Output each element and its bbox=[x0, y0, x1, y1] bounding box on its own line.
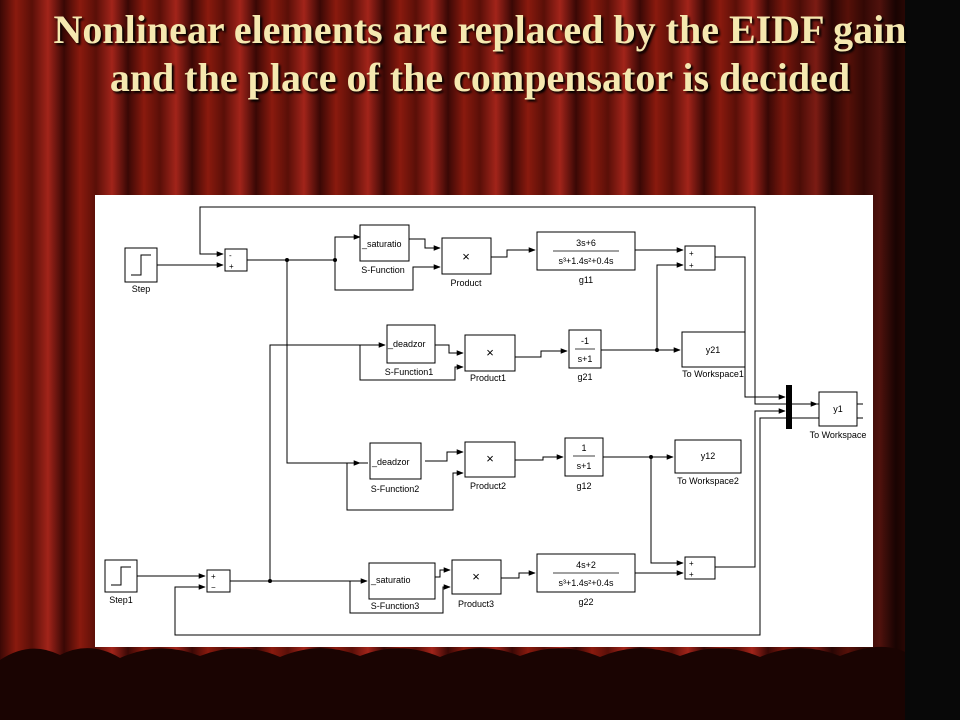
step1-block[interactable]: Step1 bbox=[104, 559, 138, 605]
product3-symbol: × bbox=[472, 569, 480, 584]
to-workspace1-block[interactable]: y21 To Workspace1 bbox=[681, 331, 746, 379]
g22-numerator: 4s+2 bbox=[576, 560, 596, 570]
mux-block[interactable] bbox=[786, 385, 792, 429]
to-workspace2-block[interactable]: y12 To Workspace2 bbox=[674, 439, 742, 486]
sum-bottom-sign-2: − bbox=[211, 583, 216, 592]
product2-block[interactable]: × Product2 bbox=[464, 441, 516, 491]
s-function1-label: S-Function1 bbox=[385, 367, 434, 377]
g21-label: g21 bbox=[577, 372, 592, 382]
g11-denominator: s³+1.4s²+0.4s bbox=[558, 256, 614, 266]
s-function1-text: _deadzor bbox=[387, 339, 426, 349]
product1-symbol: × bbox=[486, 345, 494, 360]
g12-label: g12 bbox=[576, 481, 591, 491]
to-workspace-var: y1 bbox=[833, 404, 843, 414]
sum-out1-sign-2: + bbox=[689, 261, 694, 270]
signal-lines bbox=[137, 206, 863, 636]
g21-block[interactable]: -1 s+1 g21 bbox=[568, 329, 602, 382]
s-function3-block[interactable]: _saturatio S-Function3 bbox=[368, 562, 436, 611]
sum-out2-sign-1: + bbox=[689, 559, 694, 568]
simulink-diagram-panel: Step Step1 - + + − + + + + _saturatio S-… bbox=[95, 195, 873, 647]
to-workspace2-label: To Workspace2 bbox=[677, 476, 739, 486]
sum-bottom-block[interactable]: + − bbox=[206, 569, 231, 593]
g21-numerator: -1 bbox=[581, 336, 589, 346]
s-function3-label: S-Function3 bbox=[371, 601, 420, 611]
g12-numerator: 1 bbox=[581, 443, 586, 453]
product3-label: Product3 bbox=[458, 599, 494, 609]
to-workspace1-label: To Workspace1 bbox=[682, 369, 744, 379]
to-workspace2-var: y12 bbox=[701, 451, 716, 461]
to-workspace-block[interactable]: y1 To Workspace bbox=[810, 391, 867, 440]
g12-denominator: s+1 bbox=[577, 461, 592, 471]
product3-block[interactable]: × Product3 bbox=[451, 559, 502, 609]
g22-denominator: s³+1.4s²+0.4s bbox=[558, 578, 614, 588]
product-symbol: × bbox=[462, 249, 470, 264]
sum-bottom-sign-1: + bbox=[211, 572, 216, 581]
product-block[interactable]: × Product bbox=[441, 237, 492, 288]
s-function-text: _saturatio bbox=[361, 239, 402, 249]
simulink-block-diagram: Step Step1 - + + − + + + + _saturatio S-… bbox=[104, 206, 867, 636]
g12-block[interactable]: 1 s+1 g12 bbox=[564, 437, 604, 491]
product2-label: Product2 bbox=[470, 481, 506, 491]
g21-denominator: s+1 bbox=[578, 354, 593, 364]
product2-symbol: × bbox=[486, 451, 494, 466]
g11-block[interactable]: 3s+6 s³+1.4s²+0.4s g11 bbox=[536, 231, 636, 285]
s-function-block[interactable]: _saturatio S-Function bbox=[359, 224, 410, 275]
sum-top-sign-2: + bbox=[229, 262, 234, 271]
slide-title: Nonlinear elements are replaced by the E… bbox=[53, 7, 907, 100]
s-function-label: S-Function bbox=[361, 265, 405, 275]
s-function2-label: S-Function2 bbox=[371, 484, 420, 494]
to-workspace-label: To Workspace bbox=[810, 430, 867, 440]
g22-block[interactable]: 4s+2 s³+1.4s²+0.4s g22 bbox=[536, 553, 636, 607]
step-label: Step bbox=[132, 284, 151, 294]
s-function2-block[interactable]: _deadzor S-Function2 bbox=[369, 442, 422, 494]
g11-numerator: 3s+6 bbox=[576, 238, 596, 248]
step-block[interactable]: Step bbox=[124, 247, 158, 294]
sum-top-sign-1: - bbox=[229, 251, 232, 260]
s-function1-block[interactable]: _deadzor S-Function1 bbox=[385, 324, 436, 377]
g11-label: g11 bbox=[579, 275, 593, 285]
product-label: Product bbox=[450, 278, 482, 288]
sum-out2-sign-2: + bbox=[689, 570, 694, 579]
sum-top-block[interactable]: - + bbox=[224, 248, 248, 272]
product1-block[interactable]: × Product1 bbox=[464, 334, 516, 383]
product1-label: Product1 bbox=[470, 373, 506, 383]
sum-out1-block[interactable]: + + bbox=[684, 245, 716, 271]
to-workspace1-var: y21 bbox=[706, 345, 721, 355]
s-function2-text: _deadzor bbox=[371, 457, 410, 467]
sum-out1-sign-1: + bbox=[689, 249, 694, 258]
step1-label: Step1 bbox=[109, 595, 133, 605]
g22-label: g22 bbox=[578, 597, 593, 607]
sum-out2-block[interactable]: + + bbox=[684, 556, 716, 580]
s-function3-text: _saturatio bbox=[370, 575, 411, 585]
